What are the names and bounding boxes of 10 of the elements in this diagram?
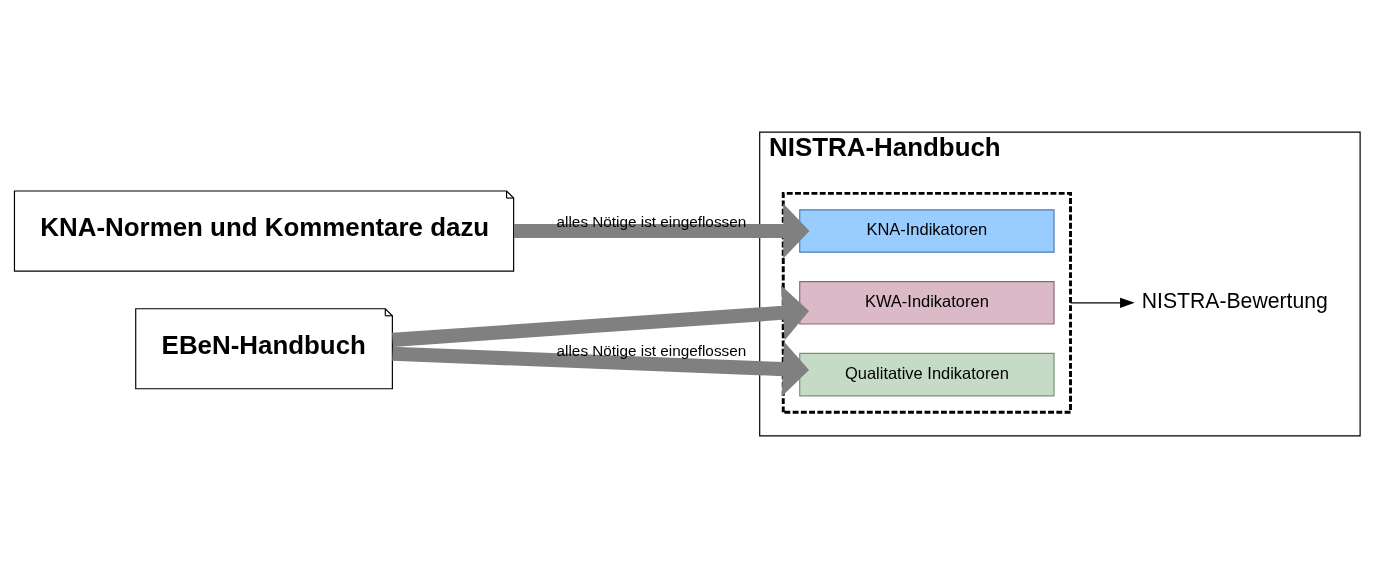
arrow: [392, 341, 810, 397]
arrow: [1069, 297, 1135, 308]
edge-label: alles Nötige ist eingeflossen: [556, 342, 747, 360]
node-box: KWA-Indikatoren: [799, 281, 1055, 325]
node-text: NISTRA-Bewertung: [1141, 289, 1328, 313]
arrow: [514, 203, 810, 259]
arrow: [392, 285, 810, 347]
edge-label: alles Nötige ist eingeflossen: [556, 212, 747, 230]
node-box: Qualitative Indikatoren: [799, 352, 1055, 397]
node-box: KNA-Indikatoren: [799, 209, 1055, 253]
